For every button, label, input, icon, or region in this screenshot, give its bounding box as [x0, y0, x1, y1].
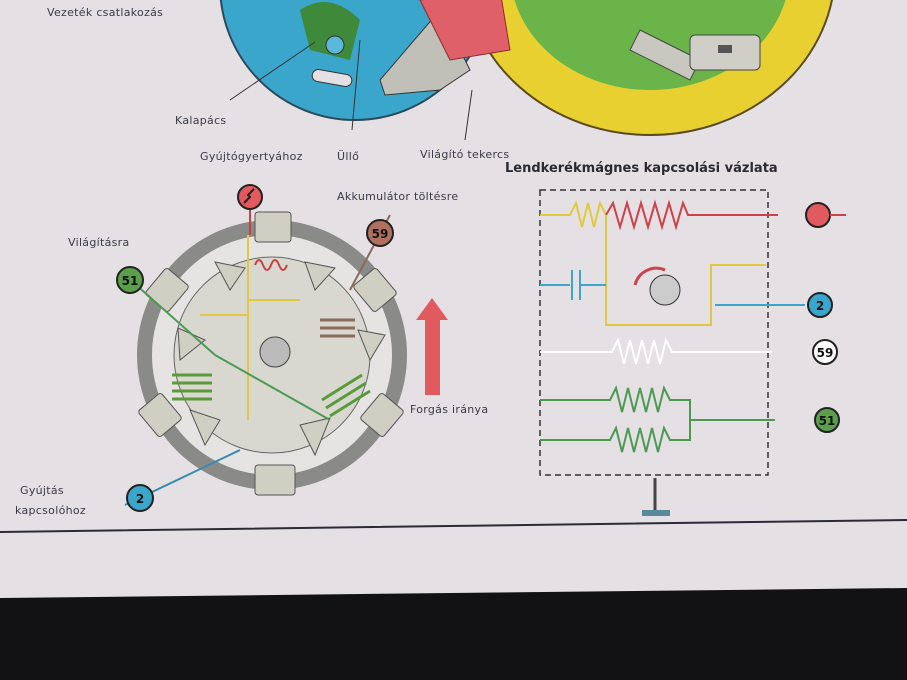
label-wire-connection: Vezeték csatlakozás	[47, 6, 164, 19]
schematic-title: Lendkerékmágnes kapcsolási vázlata	[505, 161, 778, 176]
terminal-59-badge: 59	[366, 219, 394, 247]
schematic-terminal-2: 2	[807, 292, 833, 318]
wiring-schematic: 2 59 51	[539, 189, 846, 516]
label-ignition-switch-1: Gyújtás	[20, 484, 64, 497]
label-rotation-direction: Forgás iránya	[410, 403, 489, 416]
label-ignition-switch-2: kapcsolóhoz	[15, 504, 86, 517]
svg-text:51: 51	[122, 274, 139, 288]
label-hammer: Kalapács	[175, 114, 227, 127]
magneto-wiring-diagram: 59 51 2	[116, 184, 448, 512]
svg-text:51: 51	[819, 414, 836, 428]
svg-text:2: 2	[816, 299, 824, 313]
svg-text:2: 2	[136, 492, 144, 506]
terminal-51-badge: 51	[116, 266, 144, 294]
label-battery-charging: Akkumulátor töltésre	[337, 190, 459, 203]
label-lighting-coil: Világító tekercs	[420, 148, 510, 161]
label-anvil: Üllő	[337, 150, 360, 163]
border-line	[0, 519, 907, 533]
schematic-spark-plug-icon	[805, 202, 846, 228]
schematic-terminal-51: 51	[814, 407, 840, 433]
flywheel-magneto-illustration	[219, 0, 833, 141]
svg-text:59: 59	[817, 346, 834, 360]
terminal-2-badge: 2	[126, 484, 154, 512]
schematic-terminal-59: 59	[812, 339, 838, 365]
table-surface	[0, 588, 907, 680]
svg-text:59: 59	[372, 227, 389, 241]
label-spark-plug: Gyújtógyertyához	[200, 150, 303, 163]
label-lighting: Világításra	[68, 236, 130, 249]
terminal-spark-plug-icon	[237, 184, 263, 210]
